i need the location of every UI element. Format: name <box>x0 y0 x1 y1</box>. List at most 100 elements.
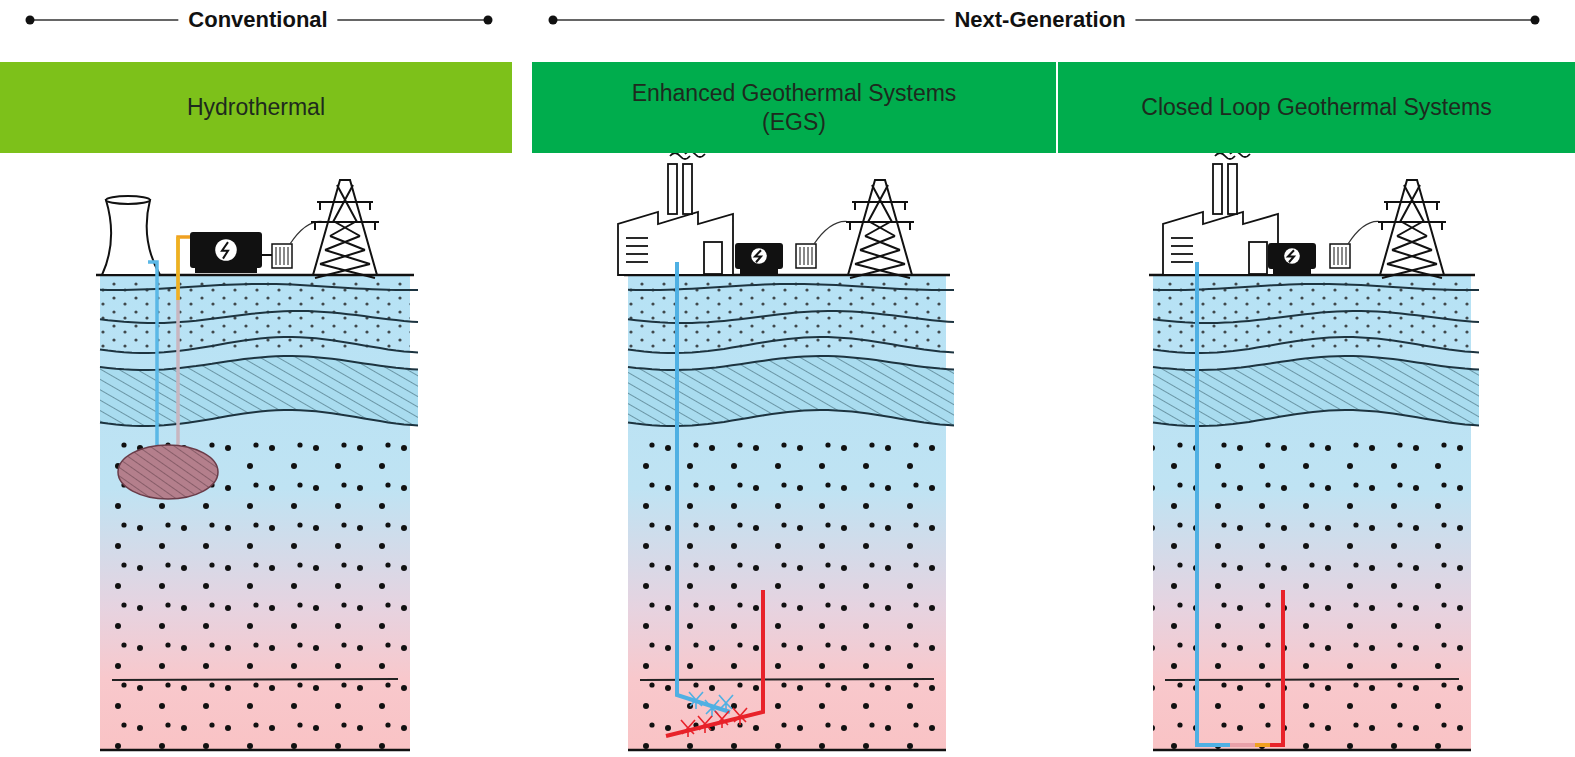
timeline-dot <box>484 16 493 25</box>
drawing-stroke <box>100 356 418 426</box>
drawing-stroke <box>1153 435 1471 757</box>
drawing-stroke <box>315 185 375 278</box>
reservoir <box>118 445 218 499</box>
power-plant-building <box>1163 151 1278 275</box>
power-wire <box>1348 221 1382 244</box>
power-plant-building <box>618 151 733 275</box>
drawing-stroke <box>668 164 677 214</box>
drawing-stroke <box>755 250 761 262</box>
drawing-stroke <box>100 410 418 426</box>
transformer-icon <box>272 244 292 268</box>
drawing-stroke <box>735 243 783 269</box>
drawing-stroke <box>733 708 747 725</box>
header-text: Hydrothermal <box>187 93 325 122</box>
drawing-stroke <box>280 247 281 265</box>
drawing-stroke <box>1171 245 1193 247</box>
drawing-stroke <box>740 269 778 274</box>
power-wire <box>814 221 850 244</box>
injection-well <box>677 262 730 712</box>
drawing-stroke <box>628 749 946 752</box>
injection-well <box>148 262 157 462</box>
drawing-stroke <box>1338 247 1339 265</box>
drawing-stroke <box>1153 356 1479 426</box>
generator-icon <box>190 232 262 273</box>
drawing-stroke <box>100 311 418 323</box>
transformer-icon <box>1330 244 1350 268</box>
timeline-label: Conventional <box>178 7 337 33</box>
drawing-stroke <box>276 247 277 265</box>
drawing-stroke <box>215 239 237 261</box>
connector-wire <box>262 254 272 256</box>
drawing-stroke <box>1153 284 1479 290</box>
drawing-stroke <box>1171 237 1193 239</box>
reservoir <box>118 445 218 499</box>
transmission-tower <box>1378 180 1446 278</box>
drawing-stroke <box>808 247 809 265</box>
timeline-dot <box>1531 16 1540 25</box>
drawing-stroke <box>284 247 285 265</box>
drawing-stroke <box>1249 242 1267 274</box>
drawing-stroke <box>626 245 648 247</box>
drawing-stroke <box>100 284 418 290</box>
fracture-mark <box>681 720 695 737</box>
closed-loop-pipe <box>1197 262 1230 745</box>
drawing-stroke <box>681 720 695 737</box>
fracture-mark <box>698 716 712 733</box>
fracture-mark <box>689 692 703 709</box>
timeline-label: Next-Generation <box>944 7 1135 33</box>
drawing-stroke <box>1273 269 1311 274</box>
fracture-mark <box>715 711 729 728</box>
fracture-mark <box>719 695 733 712</box>
production-well <box>178 237 190 462</box>
closed-loop-pipe <box>1270 590 1283 745</box>
drawing-stroke <box>1228 164 1237 214</box>
drawing-stroke <box>1342 247 1343 265</box>
drawing-stroke <box>800 247 801 265</box>
closed-loop-pipe <box>1230 743 1255 747</box>
power-wire <box>290 221 325 244</box>
generator-icon <box>735 243 783 274</box>
timeline-dot <box>26 16 35 25</box>
drawing-stroke <box>1330 244 1350 268</box>
drawing-stroke <box>1382 185 1442 278</box>
drawing-stroke <box>1153 749 1471 752</box>
drawing-stroke <box>1284 248 1300 264</box>
drawing-stroke <box>1288 250 1294 262</box>
fracture-mark <box>733 708 747 725</box>
drawing-stroke <box>640 679 934 680</box>
drawing-stroke <box>626 253 648 255</box>
drawing-stroke <box>100 356 418 426</box>
drawing-stroke <box>796 244 816 268</box>
drawing-stroke <box>1346 247 1347 265</box>
closed-loop-pipe <box>1255 743 1270 747</box>
fracture-mark <box>705 700 719 717</box>
cooling-tower <box>106 196 150 204</box>
drawing-stroke <box>112 679 398 680</box>
drawing-stroke <box>1268 243 1316 269</box>
drawing-stroke <box>195 268 257 273</box>
drawing-stroke <box>751 248 767 264</box>
drawing-stroke <box>100 435 410 757</box>
drawing-stroke <box>1378 202 1446 230</box>
drawing-stroke <box>1213 164 1222 214</box>
category-header-band: Hydrothermal <box>0 62 512 153</box>
drawing-stroke <box>698 716 712 733</box>
drawing-stroke <box>1171 261 1193 263</box>
drawing-stroke <box>311 202 379 230</box>
drawing-stroke <box>626 261 648 263</box>
drawing-stroke <box>272 244 292 268</box>
drawing-stroke <box>1334 247 1335 265</box>
transmission-tower <box>311 180 379 278</box>
drawing-stroke <box>1153 311 1479 323</box>
drawing-stroke <box>1165 679 1459 680</box>
drawing-stroke <box>1163 212 1278 275</box>
drawing-stroke <box>1171 253 1193 255</box>
drawing-stroke <box>705 700 719 717</box>
drawing-stroke <box>100 749 410 752</box>
category-header-band: Enhanced Geothermal Systems (EGS) <box>532 62 1056 153</box>
drawing-stroke <box>100 337 418 353</box>
header-text: Enhanced Geothermal Systems (EGS) <box>624 79 964 137</box>
drawing-stroke <box>190 232 262 268</box>
header-text: Closed Loop Geothermal Systems <box>1141 93 1491 122</box>
drawing-stroke <box>626 237 648 239</box>
